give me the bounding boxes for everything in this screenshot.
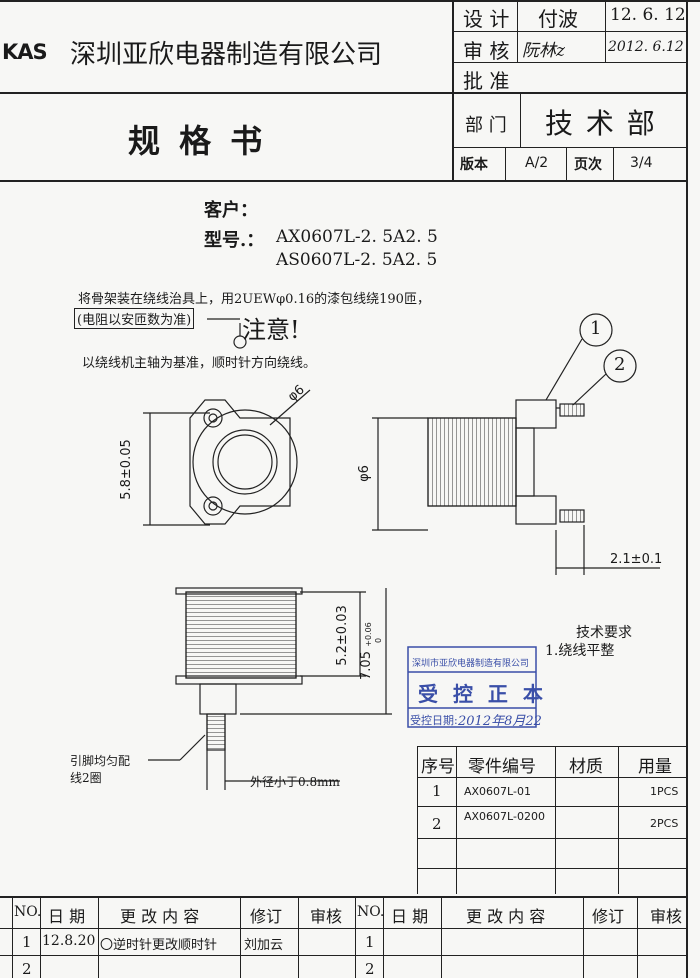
model-1: AX0607L-2. 5A2. 5 [276, 227, 438, 247]
winding-note-1: 将骨架装在绕线治具上，用2UEWφ0.16的漆包线绕190匝， [78, 292, 430, 307]
design-row-line [452, 31, 687, 32]
review-label: 审 核 [463, 39, 510, 63]
parts-row-2-no: 2 [432, 815, 442, 833]
version-label: 版本 [460, 157, 488, 173]
frame-top [0, 0, 700, 2]
parts-header-material: 材质 [569, 757, 603, 777]
dept-col-line [520, 93, 521, 147]
dept-label: 部 门 [465, 115, 507, 136]
parts-header-no: 序号 [421, 757, 455, 777]
design-date: 12. 6. 12 [610, 5, 686, 25]
version-col-2 [566, 147, 567, 180]
outer-note: 外径小于0.8mm [250, 775, 340, 789]
change-row-1-rev: 刘加云 [244, 938, 284, 953]
design-name: 付波 [538, 7, 578, 31]
parts-row-1-no: 1 [432, 782, 442, 800]
parts-row-2-code: AX0607L-0200 [464, 810, 545, 823]
pin-note-1: 引脚均匀配 [70, 754, 131, 768]
change-header-content2: 更 改 内 容 [466, 907, 546, 926]
version-col-3 [613, 147, 614, 180]
dim-7-05-tol-up: +0.06 [363, 622, 373, 647]
page-label: 页次 [574, 157, 602, 173]
design-col-line-2 [605, 0, 606, 63]
change-header-date: 日 期 [48, 907, 86, 926]
review-date: 2012. 6.12 [608, 39, 684, 55]
change-header-content: 更 改 内 容 [120, 907, 200, 926]
change-header-no: NO. [14, 904, 42, 920]
parts-row-1-code: AX0607L-01 [464, 785, 531, 798]
header-divider-v [452, 0, 454, 180]
doc-title: 规 格 书 [128, 122, 267, 160]
change-row-1-no: 1 [22, 933, 32, 951]
change-header-no2: NO. [357, 904, 385, 920]
dim-5-8: 5.8±0.05 [118, 439, 134, 500]
side-view [372, 313, 660, 575]
dim-5-2: 5.2±0.03 [334, 605, 350, 666]
approve-label: 批 准 [463, 69, 510, 93]
company-name: 深圳亚欣电器制造有限公司 [70, 40, 383, 70]
stamp-date-value: 2012年8月22 [458, 714, 542, 729]
stamp-main: 受 控 正 本 [418, 682, 547, 706]
dim-2-1: 2.1±0.1 [610, 552, 663, 567]
header-divider-h2 [0, 180, 688, 182]
parts-row-2-qty: 2PCS [650, 817, 679, 830]
version-value: A/2 [525, 155, 549, 171]
dim-7-05: 7.05 [358, 651, 374, 680]
tech-title: 技术要求 [576, 625, 632, 641]
stamp-date-label: 受控日期: [410, 714, 458, 727]
dim-7-05-tol-dn: 0 [374, 637, 384, 644]
winding-note-2: (电阻以安匝数为准) [74, 308, 195, 329]
pin-note-2: 线2圈 [70, 771, 102, 785]
change-header-chk2: 审核 [650, 907, 683, 926]
top-view [143, 389, 311, 526]
change-header-chk: 审核 [310, 907, 343, 926]
customer-label: 客户： [204, 200, 258, 221]
dim-phi6-side: φ6 [356, 465, 372, 482]
version-col-1 [505, 147, 506, 180]
tech-item-1: 1.绕线平整 [545, 643, 615, 659]
controlled-stamp [407, 646, 537, 728]
balloon-1-label: 1 [590, 318, 602, 339]
change-row-1-content: 〇逆时针更改顺时针 [100, 938, 218, 953]
change-header-date2: 日 期 [391, 907, 429, 926]
model-2: AS0607L-2. 5A2. 5 [276, 250, 438, 270]
stamp-company: 深圳市亚欣电器制造有限公司 [412, 659, 530, 669]
review-signature: 阮林z [522, 41, 565, 61]
front-view [148, 587, 392, 790]
frame-right [686, 0, 688, 978]
parts-header-code: 零件编号 [468, 757, 536, 777]
dept-value: 技 术 部 [545, 107, 657, 140]
change-row-1-no2: 1 [365, 933, 375, 951]
model-label: 型号.： [204, 230, 265, 251]
parts-row-1-qty: 1PCS [650, 785, 679, 798]
page-value: 3/4 [630, 155, 653, 171]
parts-header-qty: 用量 [638, 757, 672, 777]
change-row-2-no: 2 [22, 960, 32, 978]
version-row-line [452, 147, 687, 148]
change-row-2-no2: 2 [365, 960, 375, 978]
company-logo: KAS [2, 40, 48, 64]
attention-note: 注意! [242, 316, 300, 344]
change-row-1-date: 12.8.20 [42, 933, 96, 949]
design-col-line-1 [517, 0, 518, 63]
design-label: 设 计 [463, 7, 510, 31]
change-header-rev2: 修订 [592, 907, 625, 926]
review-row-line [452, 62, 687, 63]
balloon-2-label: 2 [614, 354, 626, 375]
header-divider-h1 [0, 92, 688, 94]
change-header-rev: 修订 [250, 907, 283, 926]
winding-note-3: 以绕线机主轴为基准，顺时针方向绕线。 [82, 356, 317, 371]
